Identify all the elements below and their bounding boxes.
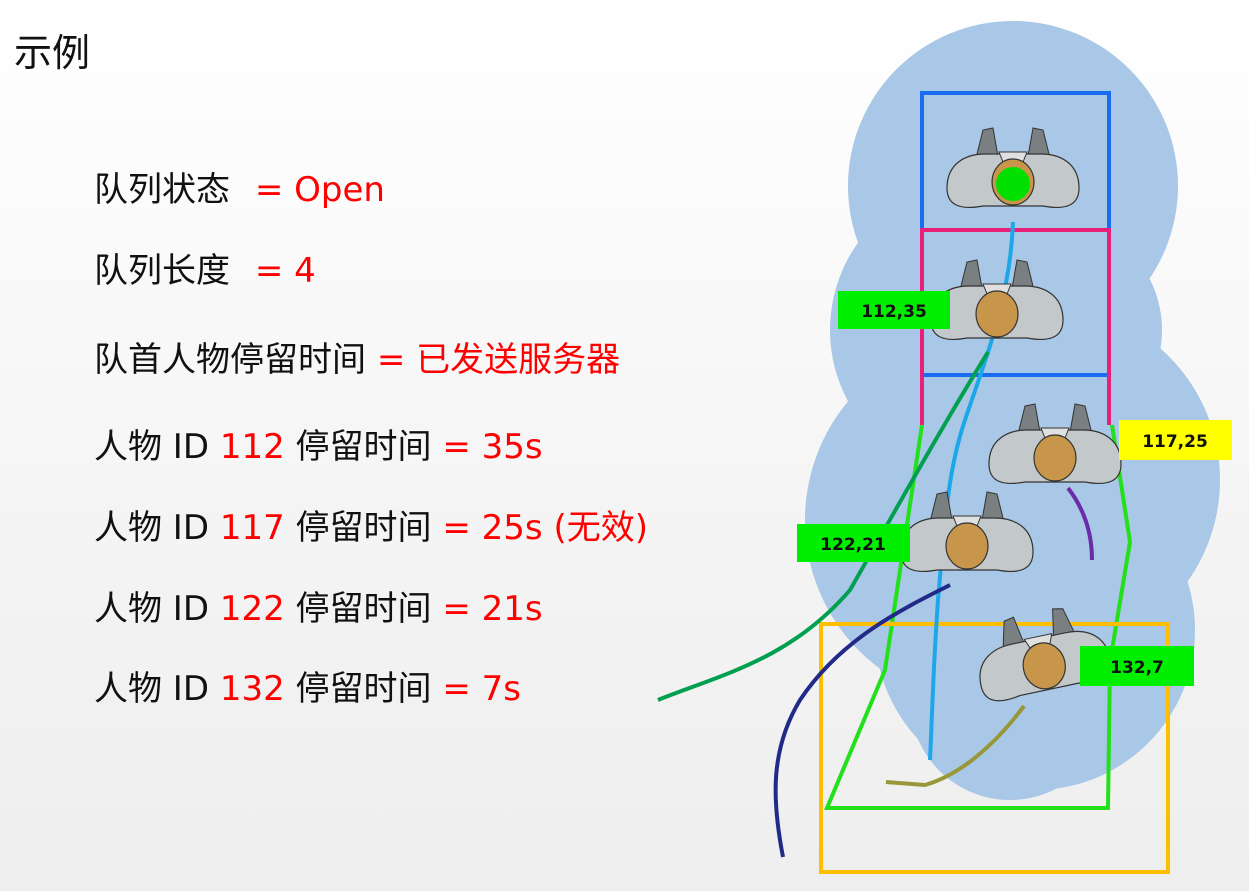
person-132-line: 人物 ID 132 停留时间 = 7s <box>94 661 521 710</box>
tag-117-text: 117,25 <box>1142 432 1208 452</box>
tag-112: 112,35 <box>838 291 950 329</box>
trajectory-dark-green <box>657 350 990 702</box>
tag-132: 132,7 <box>1080 646 1194 686</box>
person-122-line: 人物 ID 122 停留时间 = 21s <box>94 581 543 630</box>
slide-title: 示例 <box>14 31 91 75</box>
person-132-label2: 停留时间 <box>295 669 432 709</box>
person-112-value: 35s <box>481 427 543 467</box>
tag-132-text: 132,7 <box>1110 658 1164 678</box>
tag-132-bg <box>1080 646 1194 686</box>
person-122-label2: 停留时间 <box>295 589 432 629</box>
queue-head-label: 队首人物停留时间 <box>94 340 366 380</box>
tag-122: 122,21 <box>797 524 910 562</box>
person-117-id: 117 <box>219 508 285 548</box>
service-marker <box>996 167 1030 201</box>
tag-122-bg <box>797 524 910 562</box>
trajectory-olive <box>885 704 1026 788</box>
tag-112-bg <box>838 291 950 329</box>
queue-region-outline <box>823 424 1133 810</box>
entry-box <box>819 622 1170 874</box>
person-132-id: 132 <box>219 669 285 709</box>
queue-status-value: Open <box>294 170 385 210</box>
queue-length-line: 队列长度 = 4 <box>94 243 316 292</box>
person-112-label2: 停留时间 <box>295 427 432 467</box>
person-112-label: 人物 ID <box>94 427 210 467</box>
tag-112-text: 112,35 <box>861 302 927 322</box>
person-122-label: 人物 ID <box>94 589 210 629</box>
queue-length-label: 队列长度 <box>94 251 230 291</box>
person-117-label: 人物 ID <box>94 508 210 548</box>
person-112-id: 112 <box>219 427 285 467</box>
trajectory-purple <box>1066 486 1094 561</box>
tag-122-text: 122,21 <box>820 535 886 555</box>
tag-117: 117,25 <box>1119 420 1232 460</box>
queue-head-value: 已发送服务器 <box>416 340 621 380</box>
person-117-label2: 停留时间 <box>295 508 432 548</box>
person-132-eq: = <box>442 669 471 709</box>
trajectory-navy <box>773 583 951 858</box>
person-122-eq: = <box>442 589 471 629</box>
person-117-line: 人物 ID 117 停留时间 = 25s (无效) <box>94 500 648 549</box>
person-122-id: 122 <box>219 589 285 629</box>
person-132-label: 人物 ID <box>94 669 210 709</box>
queue-length-eq: = <box>254 251 284 291</box>
queue-status-label: 队列状态 <box>94 170 230 210</box>
queue-head-eq: = <box>376 340 406 380</box>
queue-status-line: 队列状态 = Open <box>94 162 385 211</box>
person-112-eq: = <box>442 427 471 467</box>
queue-length-value: 4 <box>294 251 316 291</box>
person-117-value: 25s (无效) <box>481 508 648 548</box>
person-122-value: 21s <box>481 589 543 629</box>
tag-117-bg <box>1119 420 1232 460</box>
queue-status-eq: = <box>254 170 284 210</box>
person-132-value: 7s <box>481 669 522 709</box>
person-112-line: 人物 ID 112 停留时间 = 35s <box>94 419 543 468</box>
person-117-eq: = <box>442 508 471 548</box>
queue-head-line: 队首人物停留时间 = 已发送服务器 <box>94 332 620 381</box>
